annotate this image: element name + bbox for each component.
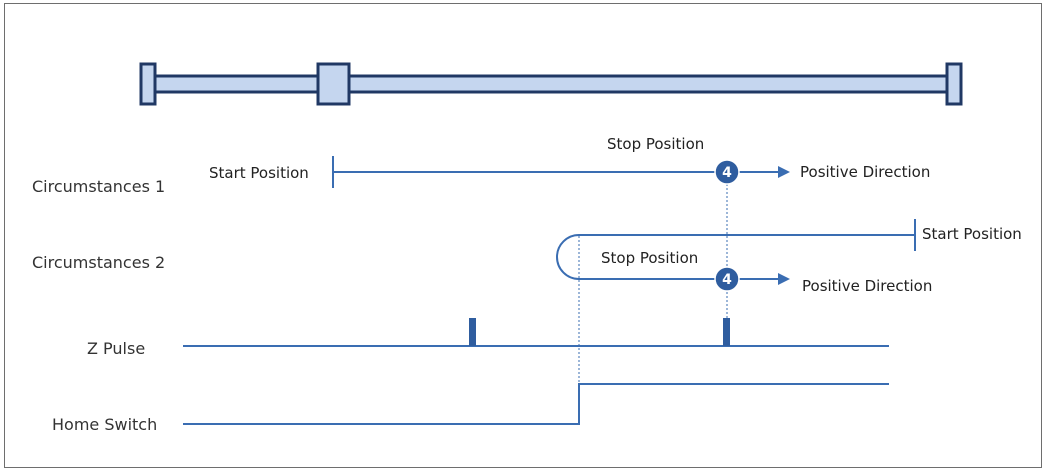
z-pulse-2 [723, 318, 730, 346]
rail-right-end-cap [945, 62, 963, 106]
home-switch-row: Home Switch [52, 383, 889, 434]
circumstances-1-stop-marker [714, 159, 740, 185]
home-switch-label: Home Switch [52, 415, 157, 434]
circumstances-1-row: Circumstances 1 Start Position Stop Posi… [32, 135, 930, 196]
rail-left-end-cap [139, 62, 157, 106]
home-switch-signal [183, 383, 889, 425]
z-pulse-row: Z Pulse [87, 318, 889, 358]
circumstances-1-label: Circumstances 1 [32, 177, 165, 196]
circumstances-2-direction-label: Positive Direction [802, 277, 932, 295]
rail-carriage [316, 62, 351, 106]
circumstances-1-direction-label: Positive Direction [800, 163, 930, 181]
circumstances-2-arrow-head [778, 273, 790, 285]
circumstances-2-path [556, 234, 915, 280]
axis-rail [139, 62, 963, 106]
z-pulse-1 [469, 318, 476, 346]
circumstances-1-stop-label: Stop Position [607, 135, 704, 153]
circumstances-2-label: Circumstances 2 [32, 253, 165, 272]
circumstances-1-arrow-head [778, 166, 790, 178]
circumstances-2-stop-marker [714, 266, 740, 292]
circumstances-2-stop-label: Stop Position [601, 249, 698, 267]
circumstances-2-marker-number: 4 [722, 272, 732, 288]
z-pulse-label: Z Pulse [87, 339, 145, 358]
circumstances-1-start-label: Start Position [209, 164, 309, 182]
circumstances-2-start-label: Start Position [922, 225, 1022, 243]
circumstances-1-marker-number: 4 [722, 165, 732, 181]
circumstances-2-row: Circumstances 2 Start Position Stop Posi… [32, 219, 1022, 295]
